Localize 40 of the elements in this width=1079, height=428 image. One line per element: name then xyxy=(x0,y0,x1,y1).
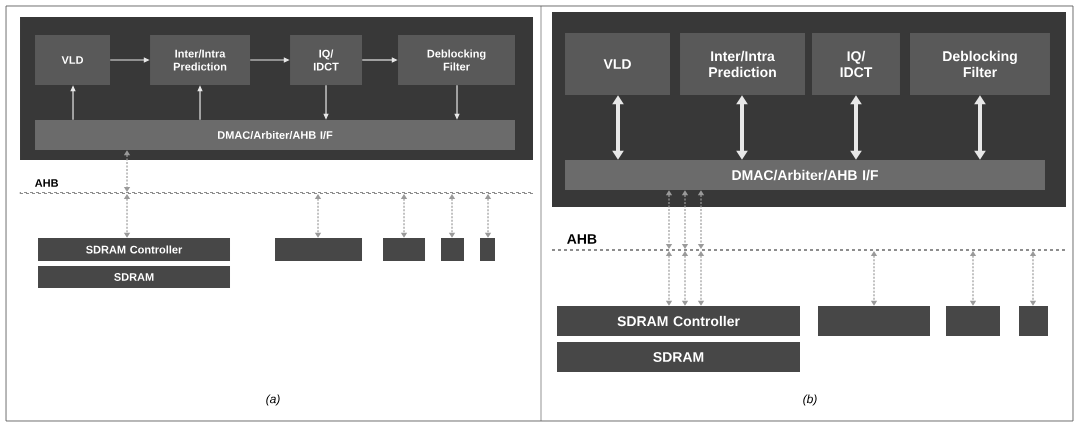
device-box xyxy=(441,238,464,261)
panel-caption: (a) xyxy=(266,394,280,406)
device-box: SDRAM xyxy=(557,342,800,372)
arrow xyxy=(697,190,705,249)
panel-caption: (b) xyxy=(803,394,817,406)
device-box xyxy=(1019,306,1048,336)
device-box xyxy=(818,306,930,336)
interface-band: DMAC/Arbiter/AHB I/F xyxy=(565,160,1045,190)
arrow xyxy=(484,194,492,238)
arrow xyxy=(681,251,689,306)
function-block: VLD xyxy=(565,33,670,95)
arrow xyxy=(448,194,456,238)
device-box: SDRAM xyxy=(38,266,230,288)
device-box xyxy=(383,238,425,261)
arrow xyxy=(123,194,131,238)
arrow xyxy=(665,190,673,249)
interface-band: DMAC/Arbiter/AHB I/F xyxy=(35,120,515,150)
device-box: SDRAM Controller xyxy=(38,238,230,261)
arrow xyxy=(681,190,689,249)
device-box xyxy=(480,238,495,261)
device-box xyxy=(275,238,362,261)
arrow xyxy=(1029,251,1037,306)
function-block: Inter/Intra Prediction xyxy=(680,33,805,95)
function-block: IQ/ IDCT xyxy=(290,35,362,85)
function-block: Deblocking Filter xyxy=(398,35,515,85)
arrow xyxy=(697,251,705,306)
arrow xyxy=(969,251,977,306)
bus-line: AHB xyxy=(19,179,534,194)
function-block: IQ/ IDCT xyxy=(812,33,900,95)
arrow xyxy=(400,194,408,238)
device-box: SDRAM Controller xyxy=(557,306,800,336)
function-block: Deblocking Filter xyxy=(910,33,1050,95)
arrow xyxy=(123,150,131,192)
arrow xyxy=(314,194,322,238)
function-block: Inter/Intra Prediction xyxy=(150,35,250,85)
device-box xyxy=(946,306,1000,336)
arrow xyxy=(870,251,878,306)
function-block: VLD xyxy=(35,35,110,85)
bus-line: AHB xyxy=(551,234,1067,251)
arrow xyxy=(665,251,673,306)
